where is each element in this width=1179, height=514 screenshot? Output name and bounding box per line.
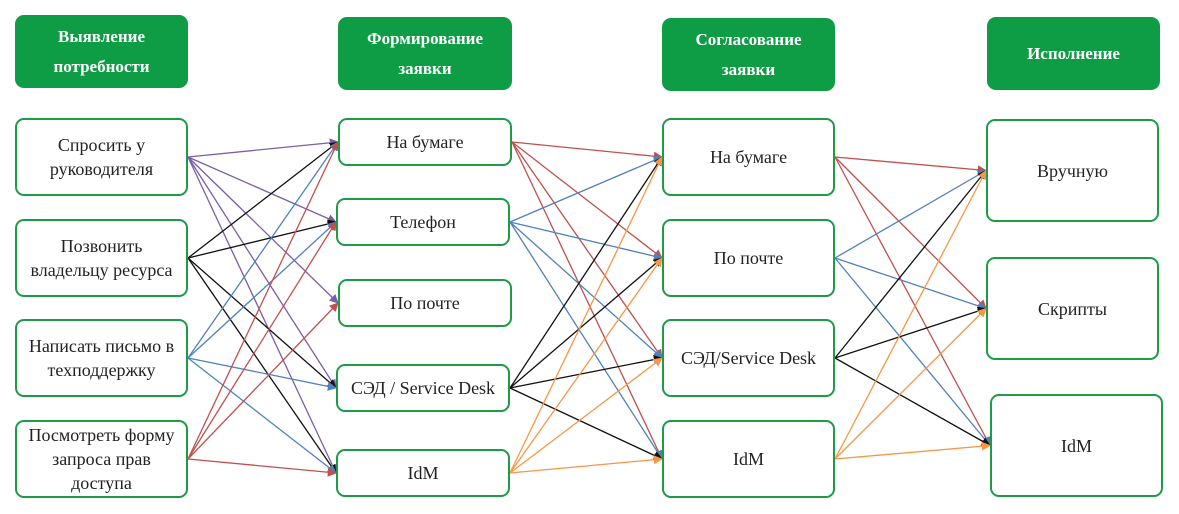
connection-arrow <box>834 306 987 359</box>
connection-arrow <box>511 141 663 161</box>
connection-arrow <box>834 441 991 460</box>
node-approve-idm: IdM <box>662 420 835 498</box>
connection-arrow <box>187 141 339 359</box>
connection-arrow <box>834 169 987 460</box>
node-exec-idm: IdM <box>990 394 1163 497</box>
connection-arrow <box>834 156 987 175</box>
node-approve-email: По почте <box>662 219 835 297</box>
node-exec-scripts: Скрипты <box>986 257 1159 360</box>
connection-arrow <box>187 141 339 259</box>
node-email-support: Написать письмо в техподдержку <box>15 319 188 397</box>
node-approve-edms-servicedesk: СЭД/Service Desk <box>662 319 835 397</box>
connection-arrow <box>511 141 663 460</box>
connection-arrow <box>187 156 339 304</box>
connection-arrow <box>509 355 663 389</box>
connection-arrow <box>509 257 663 474</box>
connection-arrow <box>509 156 663 389</box>
node-approve-paper: На бумаге <box>662 118 835 196</box>
node-form-idm: IdM <box>336 449 510 497</box>
connection-arrow <box>511 141 663 259</box>
connection-arrow <box>187 219 337 259</box>
connection-arrow <box>511 141 663 359</box>
header-identify-need: Выявление потребности <box>15 15 188 88</box>
connection-arrow <box>509 257 663 389</box>
connection-arrow <box>509 221 663 261</box>
connection-arrow <box>509 357 663 474</box>
node-exec-manual: Вручную <box>986 119 1159 222</box>
connection-arrow <box>509 455 663 474</box>
connection-arrow <box>187 156 337 223</box>
connection-arrow <box>834 156 987 310</box>
node-form-edms-servicedesk: СЭД / Service Desk <box>336 364 510 412</box>
node-view-request-form: Посмотреть форму запроса прав доступа <box>15 420 188 498</box>
connection-arrow <box>834 169 987 359</box>
connection-arrow <box>187 257 337 474</box>
connection-arrow <box>509 221 663 359</box>
node-ask-manager: Спросить у руководителя <box>15 118 188 196</box>
connection-arrow <box>509 387 663 460</box>
connection-arrow <box>834 156 991 447</box>
connection-arrow <box>187 302 339 460</box>
connection-arrow <box>187 357 337 391</box>
connection-arrow <box>187 221 337 460</box>
connection-arrow <box>834 257 991 447</box>
connection-arrow <box>509 221 663 460</box>
node-form-paper: На бумаге <box>338 118 512 166</box>
connection-arrow <box>509 156 663 223</box>
connection-arrow <box>834 357 991 447</box>
connection-arrow <box>187 156 337 474</box>
connection-arrow <box>834 307 987 460</box>
connection-arrow <box>187 357 337 474</box>
connection-arrow <box>187 221 337 359</box>
connection-arrow <box>187 156 337 389</box>
connection-arrow <box>187 257 337 389</box>
connection-arrow <box>834 169 987 259</box>
connection-arrow <box>187 458 337 477</box>
node-call-resource-owner: Позвонить владельцу ресурса <box>15 219 188 297</box>
node-form-phone: Телефон <box>336 198 510 246</box>
connection-arrow <box>187 141 339 460</box>
connection-arrow <box>509 156 663 474</box>
header-form-request: Формирование заявки <box>338 17 512 90</box>
header-approve-request: Согласование заявки <box>662 18 835 91</box>
connection-arrow <box>834 257 987 311</box>
header-execution: Исполнение <box>987 17 1160 90</box>
connection-arrow <box>187 138 339 158</box>
node-form-email: По почте <box>338 279 512 327</box>
